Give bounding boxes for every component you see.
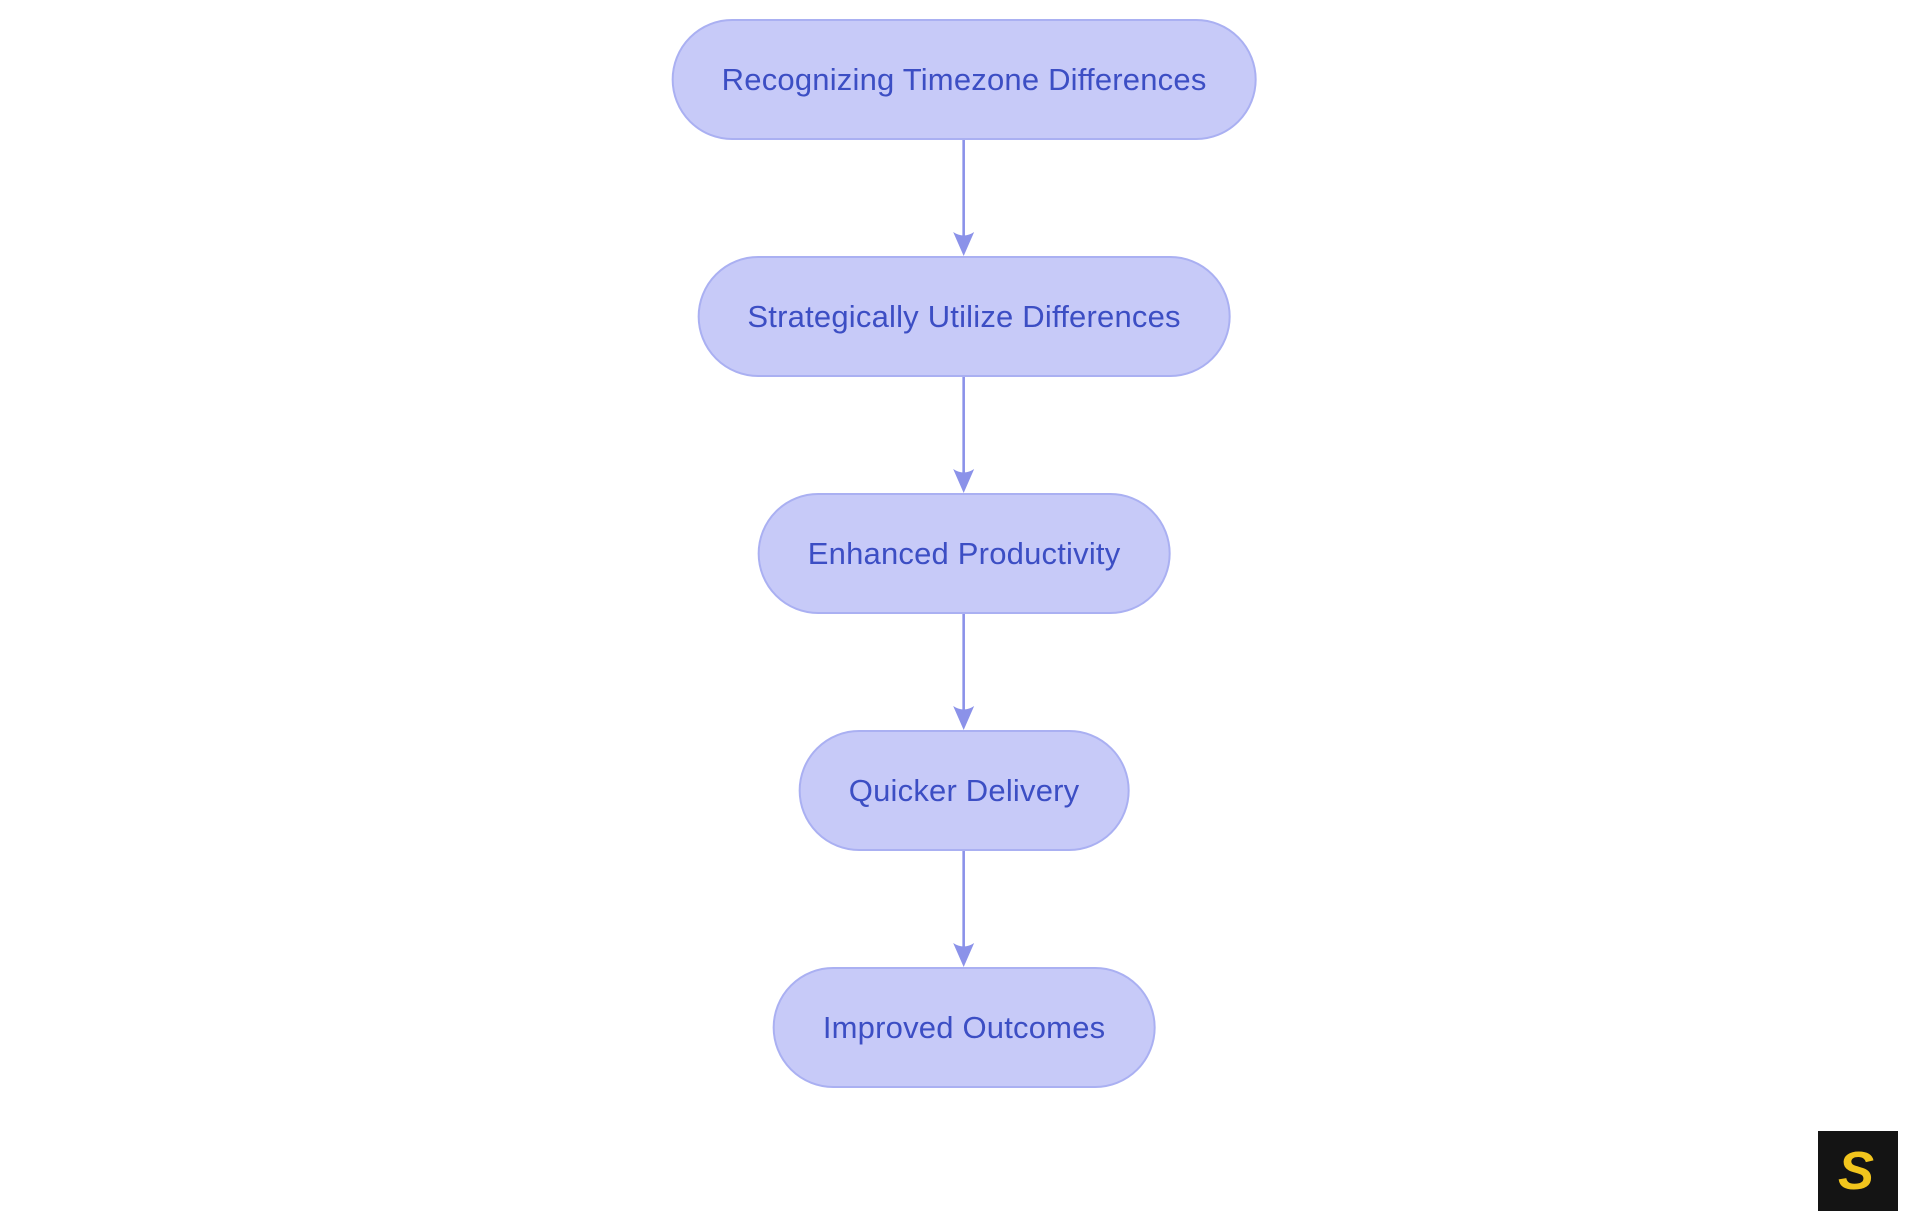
flow-node-label: Enhanced Productivity	[807, 535, 1121, 571]
arrow-down-icon	[953, 851, 975, 967]
flow-node-enhanced-productivity: Enhanced Productivity	[757, 493, 1171, 614]
flow-node-label: Quicker Delivery	[848, 772, 1080, 808]
flow-node-improved-outcomes: Improved Outcomes	[772, 967, 1156, 1088]
watermark-logo: S	[1818, 1131, 1898, 1211]
flow-node-recognizing-timezone-differences: Recognizing Timezone Differences	[671, 19, 1257, 140]
flow-node-label: Improved Outcomes	[822, 1009, 1106, 1045]
flow-node-strategically-utilize-differences: Strategically Utilize Differences	[697, 256, 1231, 377]
flow-node-label: Recognizing Timezone Differences	[721, 61, 1207, 97]
flow-node-label: Strategically Utilize Differences	[747, 298, 1181, 334]
flow-node-quicker-delivery: Quicker Delivery	[798, 730, 1130, 851]
arrow-down-icon	[953, 614, 975, 730]
arrow-down-icon	[953, 377, 975, 493]
logo-s-icon: S	[1837, 1141, 1875, 1201]
arrow-down-icon	[953, 140, 975, 256]
flowchart: Recognizing Timezone Differences Strateg…	[671, 19, 1257, 1088]
